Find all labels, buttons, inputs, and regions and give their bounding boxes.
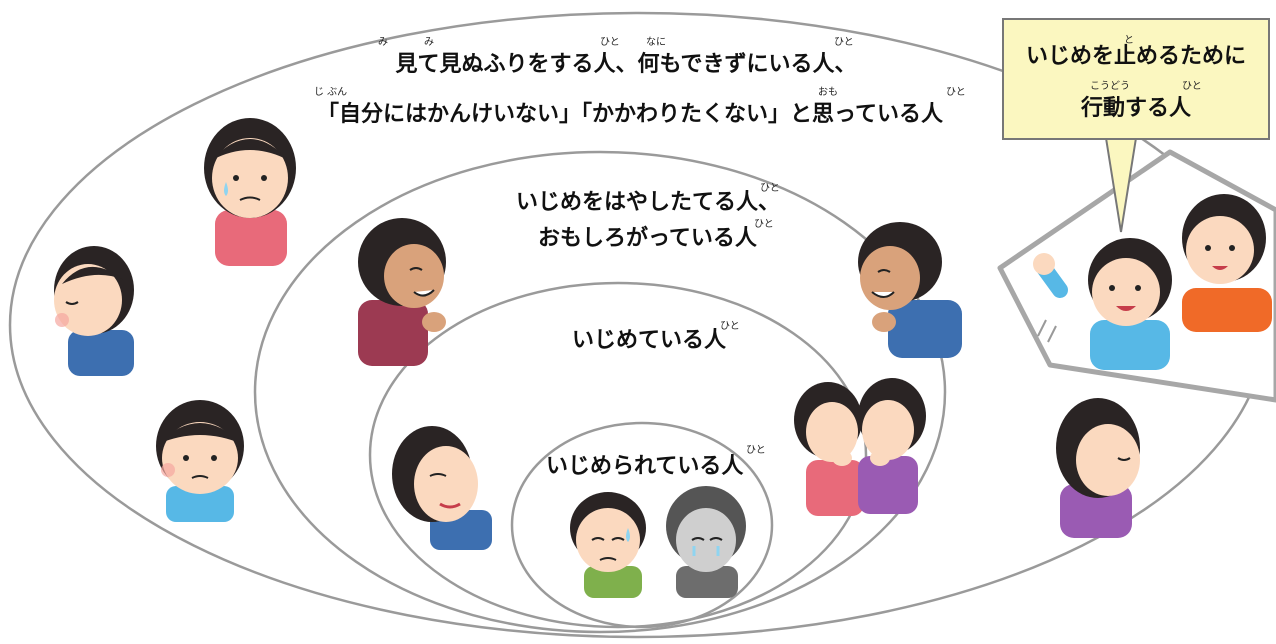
bystander-boy-sad: [156, 400, 244, 522]
outer-ring-label-line1: 見て見ぬふりをする人、何もできずにいる人、: [395, 52, 857, 77]
upstander-callout: と いじめを止めるために こうどう ひと 行動する人: [1002, 18, 1270, 140]
bystander-girl-worried: [204, 118, 296, 266]
inner-ring: [368, 281, 868, 629]
outer-ring-label-line2: 「自分にはかんけいない」「かかわりたくない」と思っている人: [317, 102, 943, 127]
middle-ring-ruby-1: ひと: [760, 183, 780, 194]
ruby-mi-2: み: [424, 37, 434, 48]
middle-ring: [253, 150, 947, 634]
victim-boy-sweating: [570, 492, 646, 598]
callout-label-line2: 行動する人: [1080, 96, 1191, 121]
core-ring: [510, 421, 774, 629]
core-ring-label: いじめられている人: [546, 454, 744, 479]
victim-girl-crying: [666, 486, 746, 598]
bully-boy-smirking: [392, 426, 492, 550]
core-ring-ruby: ひと: [746, 445, 766, 456]
bully-girls-whispering: [794, 378, 926, 516]
ruby-mi-1: み: [378, 37, 388, 48]
callout-ruby-line2: こうどう ひと: [1086, 82, 1226, 94]
middle-ring-ruby-2: ひと: [754, 219, 774, 230]
callout-label-line1: いじめを止めるために: [1025, 44, 1246, 69]
ruby-hito-2: ひと: [834, 37, 854, 48]
inner-ring-label: いじめている人: [572, 328, 727, 353]
callout-ruby-to: と: [1124, 35, 1134, 46]
ruby-jibun: じ ぶん: [314, 87, 348, 98]
upstander-boy-determined: [1182, 194, 1272, 332]
inner-ring-ruby: ひと: [720, 321, 740, 332]
mocker-woman-laughing: [358, 218, 446, 366]
middle-ring-label-line1: いじめをはやしたてる人、: [516, 190, 781, 215]
ruby-hito-3: ひと: [946, 87, 966, 98]
middle-ring-label-line2: おもしろがっている人: [538, 226, 757, 251]
outer-ring-ruby-line1: み み ひと なに ひと: [372, 37, 854, 50]
upstander-boy-raising-fist: [1033, 238, 1172, 370]
bystander-boy-ignoring: [54, 246, 134, 376]
ruby-hito-callout: ひと: [1182, 81, 1202, 92]
mocker-man-laughing: [858, 222, 962, 358]
ruby-omo: おも: [818, 87, 838, 98]
outer-ring-ruby-line2: じ ぶん おも ひと: [306, 88, 966, 100]
ruby-hito-1: ひと: [600, 37, 620, 48]
ruby-koudou: こうどう: [1090, 81, 1130, 92]
ruby-nani: なに: [646, 37, 666, 48]
bystander-girl-turned-away: [1056, 398, 1140, 538]
